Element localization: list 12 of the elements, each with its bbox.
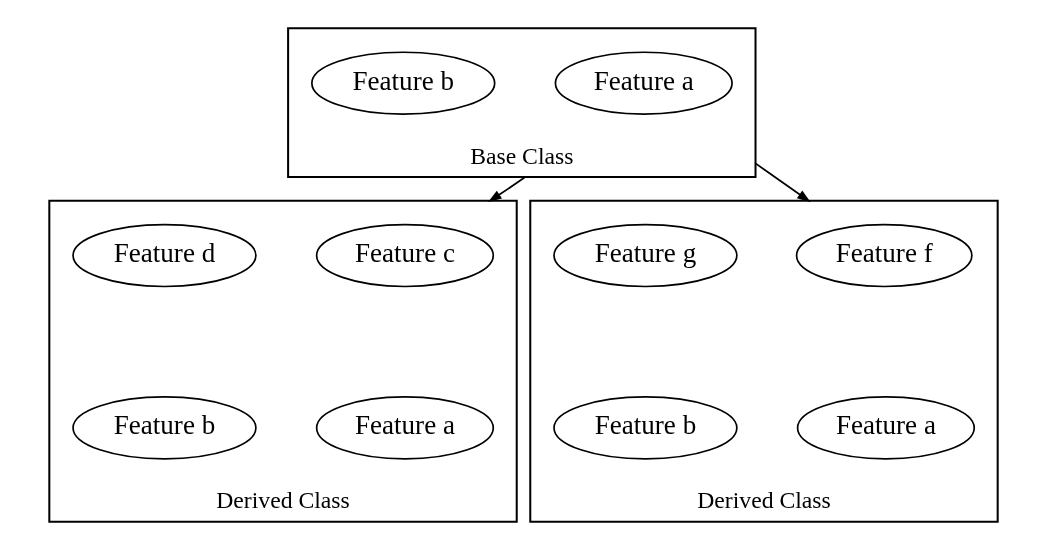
node-ellipse: Feature a: [315, 396, 495, 460]
node-ellipse: Feature b: [553, 396, 738, 460]
arrow: [488, 176, 527, 203]
node-ellipse: Feature b: [72, 396, 257, 460]
node-ellipse: Feature d: [72, 223, 257, 288]
arrow: [754, 162, 811, 203]
node-ellipse: Feature a: [796, 396, 976, 460]
node-ellipse: Feature f: [795, 223, 973, 288]
node-ellipse: Feature a: [554, 51, 733, 115]
node-ellipse: Feature c: [315, 223, 495, 288]
node-ellipse: Feature g: [553, 223, 738, 288]
node-ellipse: Feature b: [311, 51, 496, 115]
